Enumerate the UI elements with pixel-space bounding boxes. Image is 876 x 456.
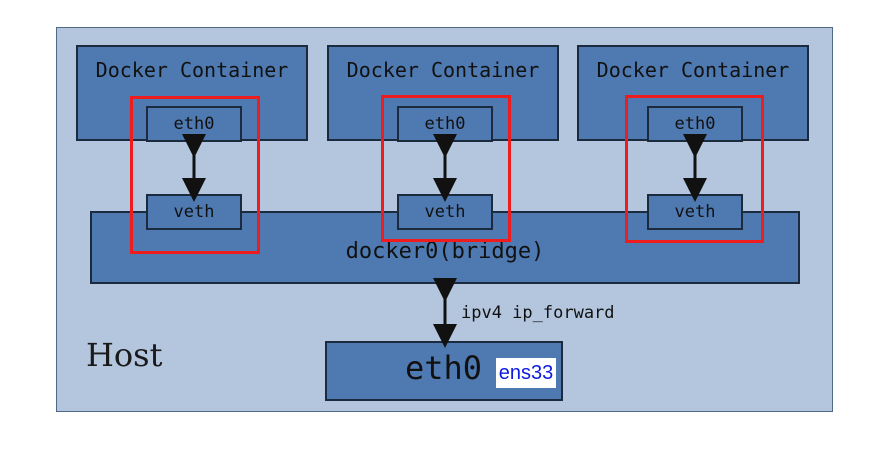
highlight-pair-1 [130,96,260,254]
host-label: Host [86,336,163,374]
ip-forward-label: ipv4 ip_forward [461,303,615,323]
highlight-pair-2 [381,95,511,242]
container-2-title: Docker Container [346,58,540,82]
container-1-title: Docker Container [95,58,289,82]
container-2-eth0: eth0 [397,106,493,142]
highlight-pair-3 [625,95,764,243]
container-3-title: Docker Container [596,58,790,82]
bridge-label: docker0(bridge) [345,239,545,264]
ens33-badge: ens33 [496,358,556,388]
container-1-veth: veth [146,194,242,230]
host-eth0-label: eth0 [405,349,483,387]
container-3-veth: veth [647,194,743,230]
